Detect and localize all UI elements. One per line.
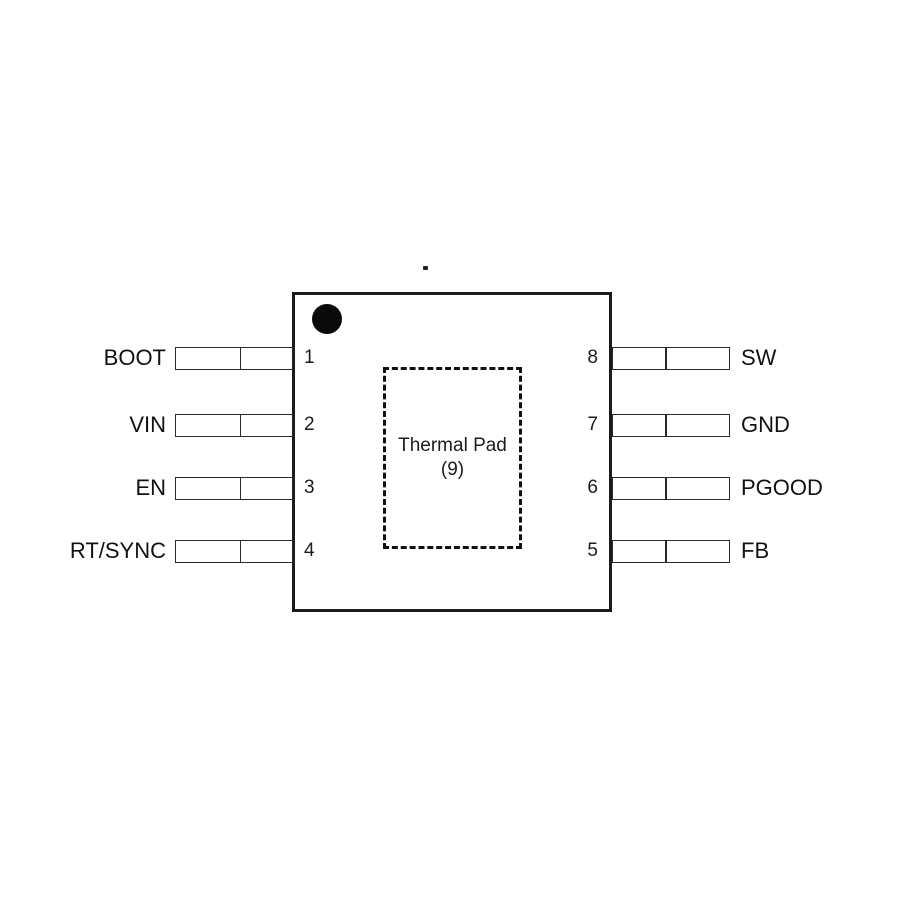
pin-name-gnd: GND xyxy=(741,412,790,437)
pin-lead-box xyxy=(612,347,730,370)
thermal-pad-region: Thermal Pad (9) xyxy=(383,367,522,549)
pin-lead-divider xyxy=(239,541,242,562)
pin-lead-box xyxy=(175,540,293,563)
thermal-pad-label: Thermal Pad xyxy=(398,435,507,456)
pin-number-8: 8 xyxy=(587,347,598,368)
pin-number-6: 6 xyxy=(587,477,598,498)
pin-lead-box xyxy=(612,477,730,500)
stray-dot-mark xyxy=(423,266,428,270)
pin-name-vin: VIN xyxy=(129,412,166,437)
pin-name-sw: SW xyxy=(741,345,777,370)
pin-name-boot: BOOT xyxy=(103,345,166,370)
pin-lead-box xyxy=(612,540,730,563)
pin-number-4: 4 xyxy=(304,540,315,561)
thermal-pad-number: (9) xyxy=(440,459,465,480)
pin1-indicator-dot-icon xyxy=(312,304,342,334)
ic-package-body xyxy=(292,292,612,612)
pin-name-en: EN xyxy=(135,475,166,500)
pin-lead-divider xyxy=(665,478,667,499)
pin-lead-divider xyxy=(665,348,667,369)
pin-name-pgood: PGOOD xyxy=(741,475,823,500)
pin-number-1: 1 xyxy=(304,347,315,368)
pin-name-fb: FB xyxy=(741,538,770,563)
pin-lead-divider xyxy=(239,478,242,499)
pin-number-7: 7 xyxy=(587,414,598,435)
pin-lead-divider xyxy=(665,415,667,436)
pin-lead-divider xyxy=(239,348,242,369)
pin-lead-divider xyxy=(239,415,242,436)
pin-lead-divider xyxy=(665,541,667,562)
pin-number-2: 2 xyxy=(304,414,315,435)
pin-name-rt-sync: RT/SYNC xyxy=(69,538,166,563)
pin-number-5: 5 xyxy=(587,540,598,561)
pin-lead-box xyxy=(175,477,293,500)
pin-lead-box xyxy=(612,414,730,437)
pin-lead-box xyxy=(175,347,293,370)
pin-lead-box xyxy=(175,414,293,437)
pin-number-3: 3 xyxy=(304,477,315,498)
